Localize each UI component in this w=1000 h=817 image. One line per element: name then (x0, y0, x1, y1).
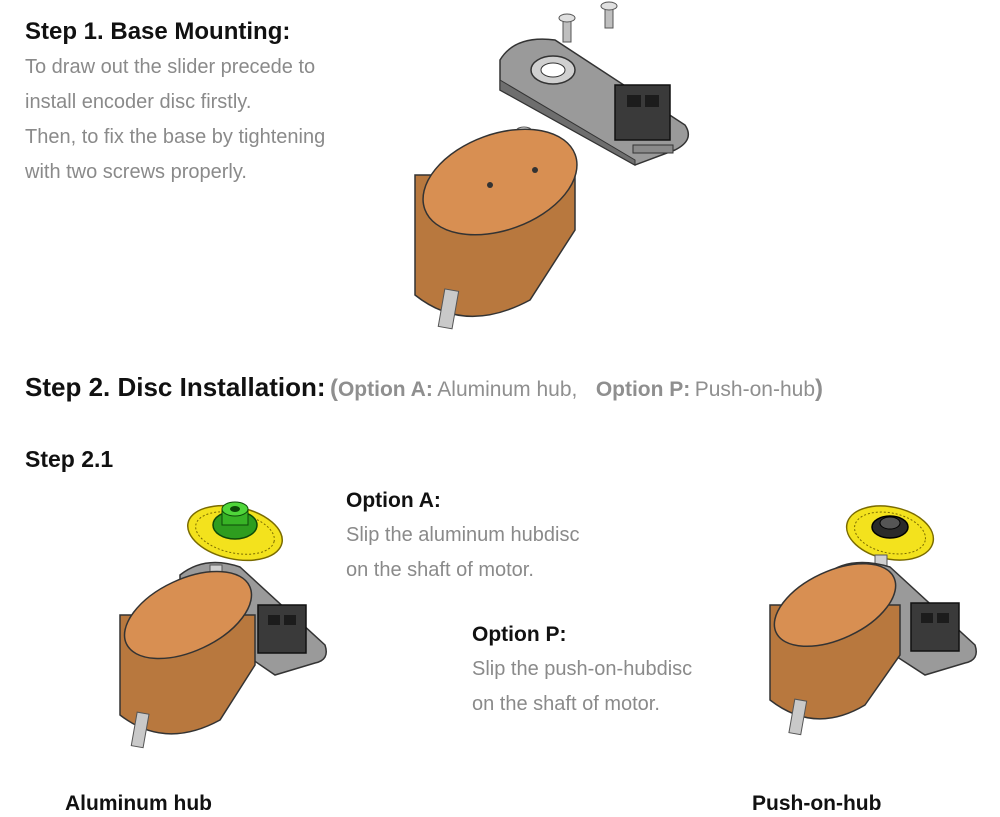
motor-icon (769, 562, 901, 736)
step2-option-a-label: Option A: (337, 378, 433, 401)
push-on-hub-icon (871, 515, 909, 539)
step2-heading: Step 2. Disc Installation: (Option A: Al… (25, 372, 823, 403)
step2-option-p-label: Option P: (595, 378, 691, 401)
step1-motor-base-illustration (414, 1, 690, 330)
caption-push-on-hub: Push-on-hub (752, 792, 882, 815)
step1-line-2: install encoder disc firstly. (25, 91, 252, 113)
option-p-line-2: on the shaft of motor. (472, 693, 660, 715)
step1-line-1: To draw out the slider precede to (25, 56, 316, 78)
step2-title: Step 2. Disc Installation: (25, 372, 326, 402)
option-p-label: Option P: (472, 623, 567, 646)
screw-icon (558, 13, 576, 43)
option-a-line-2: on the shaft of motor. (346, 559, 534, 581)
option-a-line-1: Slip the aluminum hubdisc (346, 524, 580, 546)
step2-paren-close: ) (815, 375, 823, 402)
screw-icon (600, 1, 618, 29)
step1-line-4: with two screws properly. (25, 161, 247, 183)
aluminum-hub-illustration (119, 501, 327, 749)
option-p-line-1: Slip the push-on-hubdisc (472, 658, 693, 680)
push-on-hub-illustration (769, 505, 977, 736)
step1-description: To draw out the slider precede to instal… (25, 50, 405, 190)
option-a-description: Slip the aluminum hubdisc on the shaft o… (346, 518, 666, 588)
step21-title: Step 2.1 (25, 446, 114, 472)
step2-paren-open: ( (329, 375, 338, 402)
caption-aluminum-hub: Aluminum hub (65, 792, 212, 815)
encoder-base-icon (499, 38, 690, 166)
step1-line-3: Then, to fix the base by tightening (25, 126, 326, 148)
option-p-description: Slip the push-on-hubdisc on the shaft of… (472, 652, 792, 722)
aluminum-hub-icon (212, 501, 258, 540)
step2-option-p-value: Push-on-hub (694, 378, 815, 401)
motor-icon (414, 128, 578, 330)
motor-icon (119, 570, 256, 749)
step2-option-a-value: Aluminum hub, (437, 378, 578, 401)
step1-title: Step 1. Base Mounting: (25, 18, 291, 45)
option-a-label: Option A: (346, 489, 441, 512)
